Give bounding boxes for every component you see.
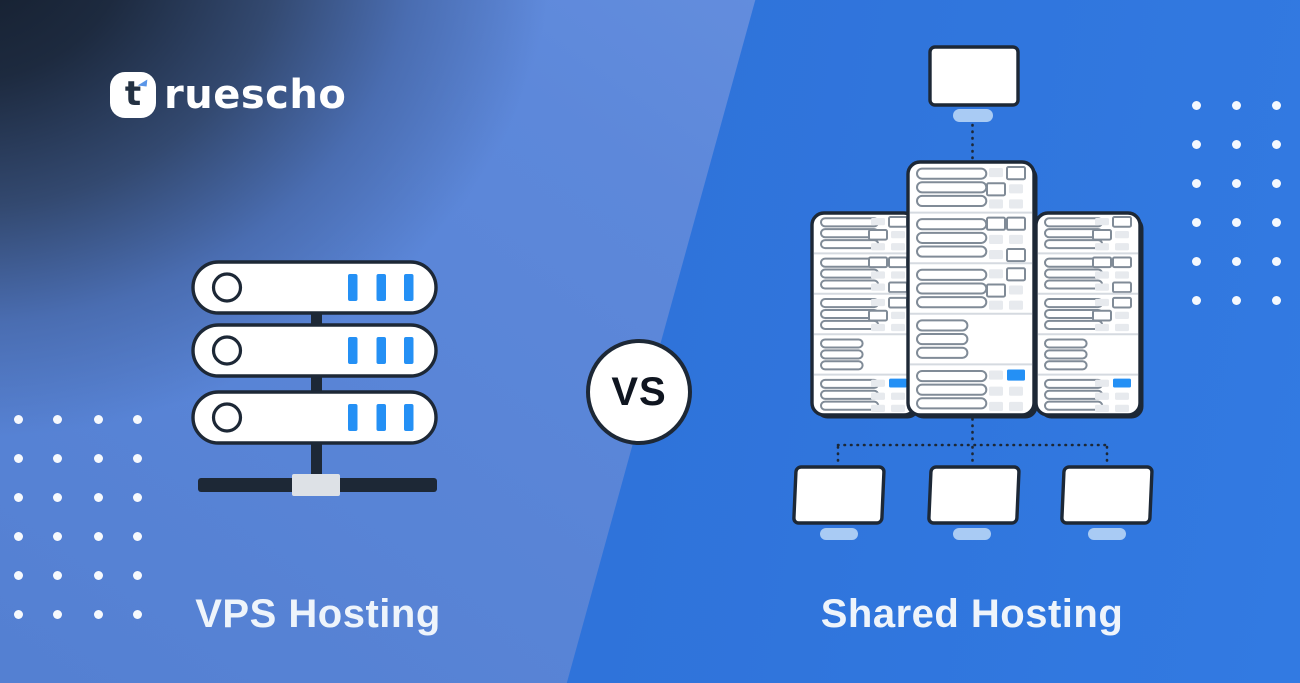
decorative-dot	[1272, 296, 1281, 305]
decorative-dot	[1232, 296, 1241, 305]
decorative-dot	[133, 532, 142, 541]
decorative-dot	[1272, 257, 1281, 266]
server-rack-right	[1034, 211, 1144, 419]
decorative-dot	[1232, 140, 1241, 149]
client-monitor-2	[927, 465, 1021, 525]
decorative-dot	[53, 571, 62, 580]
shared-hosting-label: Shared Hosting	[820, 592, 1124, 636]
rack-connector	[311, 306, 322, 336]
host-monitor	[928, 45, 1020, 122]
decorative-dot	[1272, 179, 1281, 188]
decorative-dot	[94, 415, 103, 424]
vs-badge: VS	[586, 339, 692, 445]
decorative-dot	[14, 532, 23, 541]
brand-logo: t ruescho	[110, 72, 346, 118]
monitor-stand	[953, 109, 993, 122]
shared-hosting-network-icon	[792, 45, 1154, 540]
server-unit-2	[191, 323, 438, 378]
decorative-dot	[53, 532, 62, 541]
decorative-dot	[53, 493, 62, 502]
decorative-dot	[14, 454, 23, 463]
server-unit-3	[191, 390, 438, 445]
decorative-dot	[1272, 140, 1281, 149]
decorative-dot	[53, 610, 62, 619]
decorative-dot	[1232, 101, 1241, 110]
decorative-dot	[94, 454, 103, 463]
decorative-dot	[53, 454, 62, 463]
client-monitors	[792, 465, 1154, 525]
power-light-icon	[211, 402, 243, 433]
decorative-dot	[1192, 257, 1201, 266]
decorative-dot	[133, 454, 142, 463]
decorative-dot	[1192, 101, 1201, 110]
client-monitor-1	[792, 465, 886, 525]
decorative-dot	[1272, 101, 1281, 110]
monitor-stand	[1088, 528, 1126, 540]
monitor-stand	[820, 528, 858, 540]
logo-badge-letter: t	[124, 74, 142, 114]
decorative-dot	[1232, 218, 1241, 227]
rack-stand	[311, 436, 322, 481]
decorative-dot	[133, 610, 142, 619]
server-rack-center	[906, 160, 1038, 419]
decorative-dot	[1232, 257, 1241, 266]
vs-label: VS	[611, 369, 667, 414]
decorative-dot	[133, 415, 142, 424]
monitor-stand	[953, 528, 991, 540]
decorative-dot	[94, 610, 103, 619]
decorative-dot	[1192, 218, 1201, 227]
blue-corner-flag-icon	[137, 78, 148, 87]
decorative-dot	[133, 493, 142, 502]
decorative-dot	[1192, 179, 1201, 188]
network-links	[836, 123, 1109, 463]
vps-server-stack-icon	[191, 260, 438, 496]
decorative-dot	[14, 610, 23, 619]
rack-connector	[311, 371, 322, 401]
client-monitor-stands	[820, 528, 1126, 540]
power-light-icon	[211, 272, 243, 303]
power-light-icon	[211, 335, 243, 366]
server-racks	[810, 160, 1144, 419]
decorative-dot	[14, 493, 23, 502]
decorative-dot	[14, 415, 23, 424]
base-connector-plate	[292, 474, 340, 496]
server-rack-left	[810, 211, 920, 419]
decorative-dot	[133, 571, 142, 580]
decorative-dot	[1232, 179, 1241, 188]
decorative-dot	[1272, 218, 1281, 227]
server-unit-1	[191, 260, 438, 315]
decorative-dot	[94, 493, 103, 502]
decorative-dot	[53, 415, 62, 424]
decorative-dot	[94, 532, 103, 541]
logo-wordmark: ruescho	[164, 72, 347, 118]
vps-hosting-label: VPS Hosting	[195, 592, 441, 636]
decorative-dot	[14, 571, 23, 580]
client-monitor-3	[1060, 465, 1154, 525]
decorative-dot	[94, 571, 103, 580]
logo-badge: t	[110, 72, 156, 118]
decorative-dot	[1192, 140, 1201, 149]
decorative-dot	[1192, 296, 1201, 305]
